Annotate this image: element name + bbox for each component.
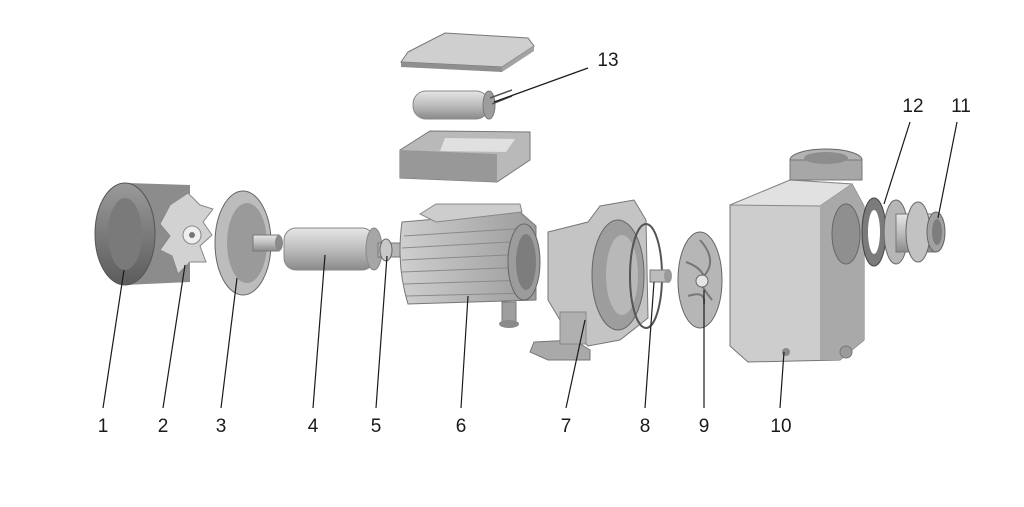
rotor-part [283, 227, 383, 271]
motor-housing-part [399, 203, 541, 328]
callout-7: 7 [561, 416, 572, 437]
leader-lines [102, 67, 958, 409]
bearing-part [377, 238, 401, 262]
fan-part [159, 192, 214, 275]
leader-line-3 [220, 277, 238, 409]
leader-line-4 [312, 254, 326, 409]
callout-3: 3 [216, 416, 227, 437]
callout-5: 5 [371, 416, 382, 437]
leader-line-5 [375, 255, 388, 409]
leader-line-8 [644, 281, 655, 409]
leader-line-12 [883, 121, 911, 205]
leader-line-13 [493, 67, 589, 103]
outlet-flange-part [883, 199, 946, 265]
leader-line-1 [102, 269, 125, 409]
terminal-box-cover [400, 32, 535, 72]
leader-line-6 [460, 295, 469, 409]
callout-labels: 1 2 3 4 5 6 7 8 9 10 11 12 13 [98, 50, 971, 437]
gasket-part [861, 197, 887, 267]
callout-11: 11 [951, 96, 971, 117]
callout-12: 12 [902, 96, 923, 117]
leader-line-2 [162, 264, 186, 409]
terminal-box-base [399, 130, 531, 183]
callout-9: 9 [699, 416, 710, 437]
leader-line-7 [565, 319, 586, 409]
callout-10: 10 [770, 416, 791, 437]
capacitor-part [412, 89, 513, 120]
pump-body-part [729, 148, 865, 363]
leader-line-10 [779, 351, 785, 409]
impeller-part [677, 231, 723, 329]
pump-bracket-part [529, 199, 649, 361]
o-ring-seal-part [629, 223, 672, 329]
callout-6: 6 [456, 416, 467, 437]
callout-1: 1 [98, 416, 109, 437]
callout-13: 13 [597, 50, 618, 71]
rear-end-cover-part [214, 190, 283, 296]
callout-4: 4 [308, 416, 319, 437]
callout-8: 8 [640, 416, 651, 437]
leader-line-11 [937, 121, 958, 219]
callout-2: 2 [158, 416, 169, 437]
